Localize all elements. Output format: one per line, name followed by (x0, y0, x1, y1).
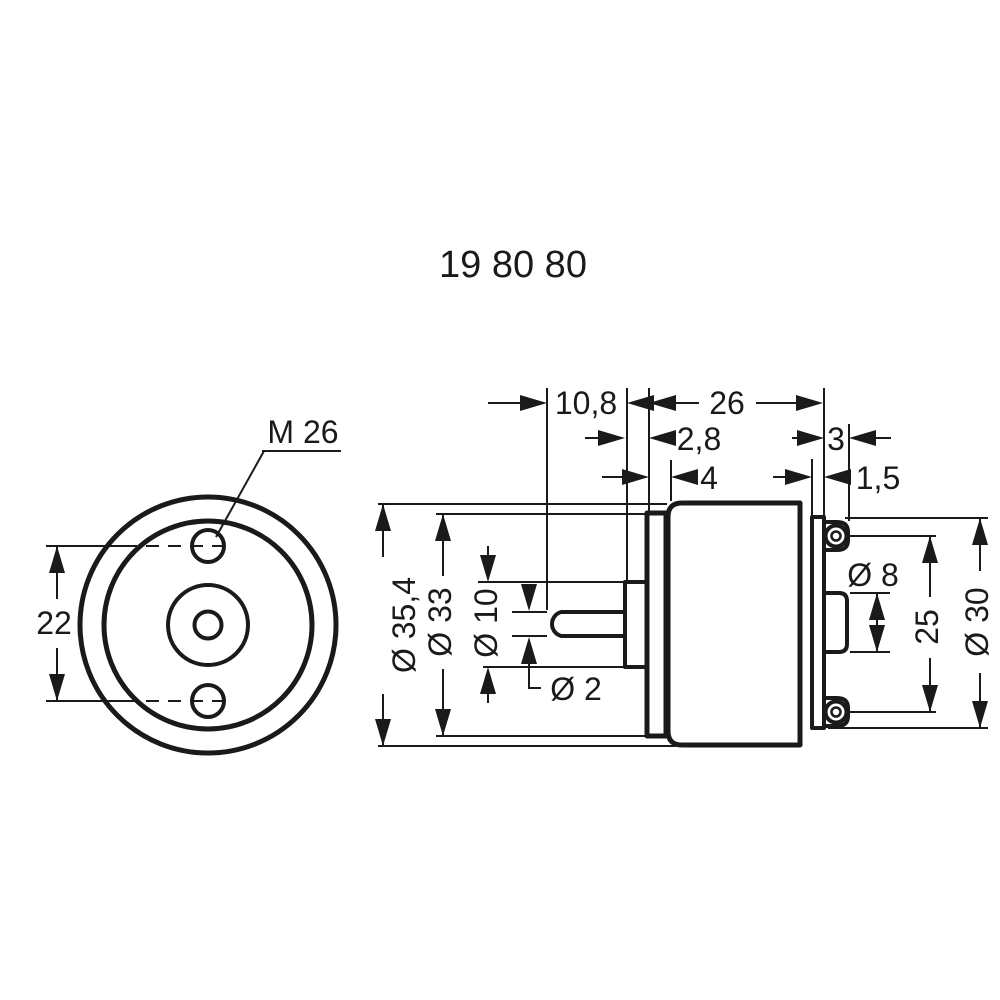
drawing-title: 19 80 80 (439, 244, 587, 286)
arrow-down-icon (435, 709, 451, 736)
leader-line (215, 450, 265, 538)
arrow-up-icon (869, 593, 885, 620)
motor-shaft (550, 610, 627, 638)
dim-shaft-extension: 10,8 (555, 385, 617, 421)
dim-shaft-diameter: Ø 2 (550, 671, 602, 707)
arrow-left-icon (649, 395, 676, 411)
dim-plate-thickness: 1,5 (856, 460, 900, 496)
arrow-right-icon (520, 395, 547, 411)
arrow-right-icon (797, 430, 824, 446)
arrow-left-icon (627, 395, 654, 411)
arrow-up-icon (922, 536, 938, 563)
motor-body-can (665, 500, 803, 748)
arrow-up-icon (435, 514, 451, 541)
dim-hole-spacing: 22 (36, 605, 72, 641)
arrow-up-icon (521, 637, 537, 664)
dim-mount-hole-spacing: 25 (909, 609, 945, 645)
rear-boss (822, 591, 849, 654)
thread-label: M 26 (267, 414, 338, 450)
side-view: 10,8 26 2,8 3 4 1,5 Ø 35,4 (375, 385, 995, 748)
bearing-hub (623, 580, 649, 669)
arrow-left-icon (824, 469, 851, 485)
arrow-left-icon (671, 469, 698, 485)
arrow-up-icon (49, 546, 65, 573)
dim-rear-boss-diameter: Ø 8 (847, 557, 899, 593)
arrow-right-icon (598, 430, 625, 446)
arrow-up-icon (480, 667, 496, 694)
dim-outer-diameter: Ø 35,4 (386, 577, 422, 673)
dim-lug-length: 3 (827, 421, 845, 457)
arrow-right-icon (796, 395, 823, 411)
dim-hub-protrusion: 2,8 (677, 421, 721, 457)
arrow-down-icon (480, 555, 496, 582)
arrow-down-icon (869, 625, 885, 652)
dim-flange-diameter: Ø 33 (422, 587, 458, 656)
arrow-down-icon (49, 674, 65, 701)
lug-hole-top-center (830, 530, 842, 542)
arrow-left-icon (849, 430, 876, 446)
front-flange (644, 510, 669, 739)
arrow-down-icon (972, 701, 988, 728)
arrow-down-icon (375, 719, 391, 746)
arrow-up-icon (972, 518, 988, 545)
arrow-left-icon (649, 430, 676, 446)
dim-mount-circle-diameter: Ø 30 (959, 587, 995, 656)
front-view: 22 M 26 (36, 414, 341, 756)
arrow-up-icon (375, 504, 391, 531)
arrow-down-icon (922, 685, 938, 712)
dim-hub-diameter: Ø 10 (468, 588, 504, 657)
dim-flange-offset: 4 (700, 460, 718, 496)
arrow-right-icon (622, 469, 649, 485)
shaft-hole-circle (192, 609, 224, 641)
leader-line (528, 664, 541, 689)
lug-hole-bottom-center (830, 706, 842, 718)
arrow-down-icon (521, 584, 537, 611)
arrow-right-icon (785, 469, 812, 485)
dim-body-length: 26 (709, 385, 745, 421)
